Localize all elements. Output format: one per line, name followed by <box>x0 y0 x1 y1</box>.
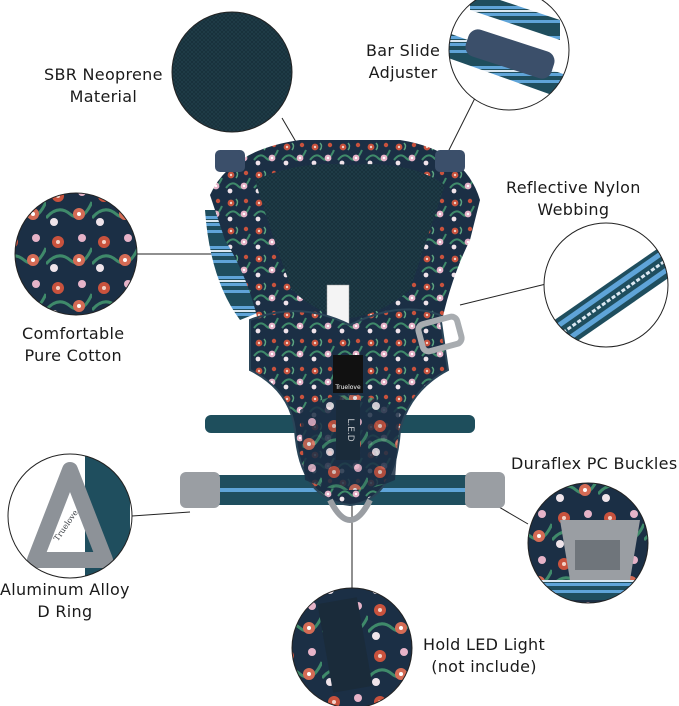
detail-led-holder <box>291 587 413 706</box>
detail-d-ring: Truelove <box>7 453 133 579</box>
led-tab-text: L.E.D <box>345 418 355 441</box>
label-led: Hold LED Light(not include) <box>423 635 546 676</box>
label-buckles: Duraflex PC Buckles <box>511 454 678 473</box>
detail-buckles <box>527 482 649 604</box>
detail-cotton-fabric <box>14 192 138 316</box>
brand-mark: Truelove <box>334 384 361 391</box>
detail-neoprene <box>171 11 293 133</box>
detail-bar-slide <box>448 0 570 111</box>
detail-reflective-webbing <box>543 222 669 348</box>
harness-body: Truelove L.E.D <box>180 140 505 523</box>
